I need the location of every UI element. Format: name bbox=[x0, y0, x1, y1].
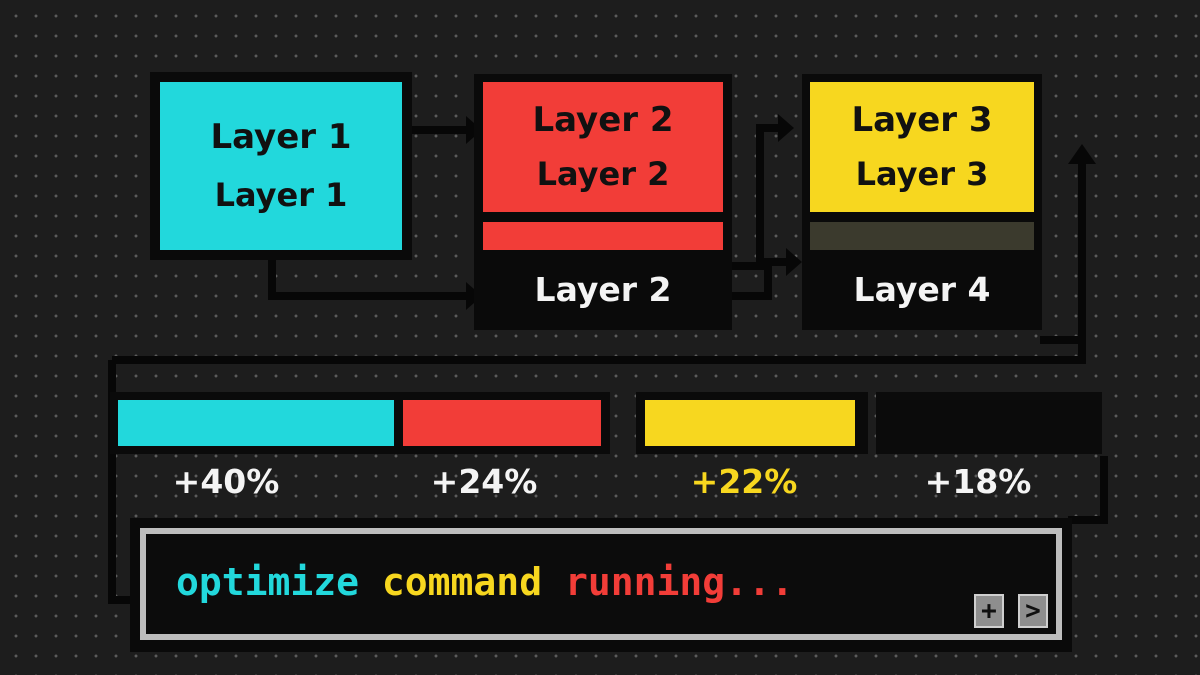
layer-2-footer-label: Layer 2 bbox=[534, 270, 672, 309]
layer-1-subtitle: Layer 1 bbox=[214, 176, 348, 214]
layer-1-block[interactable]: Layer 1 Layer 1 bbox=[160, 82, 402, 250]
command-word-running: running... bbox=[564, 560, 794, 604]
wire-bus-right bbox=[1068, 456, 1108, 524]
wire-layer4-riser bbox=[1040, 160, 1086, 344]
gain-bar-3 bbox=[645, 400, 855, 446]
layer-2-accent-strip bbox=[483, 222, 723, 250]
layer-2-title: Layer 2 bbox=[532, 100, 674, 140]
wire-bus-top bbox=[112, 340, 1086, 364]
plus-icon: + bbox=[981, 596, 997, 626]
arrow-layer4-up bbox=[1068, 144, 1096, 164]
layer-2-block[interactable]: Layer 2 Layer 2 bbox=[483, 82, 723, 212]
command-word-command: command bbox=[381, 560, 543, 604]
gain-label-4: +18% bbox=[924, 462, 1032, 501]
terminal-command-line: optimize command running... bbox=[176, 558, 794, 606]
layer-3-title: Layer 3 bbox=[851, 100, 993, 140]
wire-layer2-footer-to-layer4 bbox=[728, 258, 790, 300]
layer-3-subtitle: Layer 3 bbox=[855, 155, 989, 193]
layer-1-title: Layer 1 bbox=[210, 117, 352, 157]
layer-4-footer-label: Layer 4 bbox=[853, 270, 991, 309]
arrow-layer2-to-layer3 bbox=[778, 114, 794, 142]
arrow-layer2-footer-to-layer4 bbox=[786, 248, 802, 276]
wire-layer1-to-layer2-footer bbox=[268, 250, 470, 300]
terminal-window[interactable] bbox=[140, 528, 1062, 640]
gain-bar-4 bbox=[876, 392, 1102, 454]
gain-bar-2 bbox=[403, 400, 601, 446]
add-button[interactable]: + bbox=[974, 594, 1004, 628]
gain-label-2: +24% bbox=[430, 462, 538, 501]
layer-3-block[interactable]: Layer 3 Layer 3 bbox=[810, 82, 1034, 212]
gain-label-1: +40% bbox=[172, 462, 280, 501]
command-word-optimize: optimize bbox=[176, 560, 360, 604]
layer-2-subtitle: Layer 2 bbox=[536, 155, 670, 193]
gain-label-3: +22% bbox=[690, 462, 798, 501]
layer-3-accent-strip bbox=[810, 222, 1034, 250]
wire-layer2-to-layer3 bbox=[728, 124, 782, 270]
chevron-right-icon: > bbox=[1025, 596, 1041, 626]
gain-bar-1 bbox=[118, 400, 394, 446]
next-button[interactable]: > bbox=[1018, 594, 1048, 628]
